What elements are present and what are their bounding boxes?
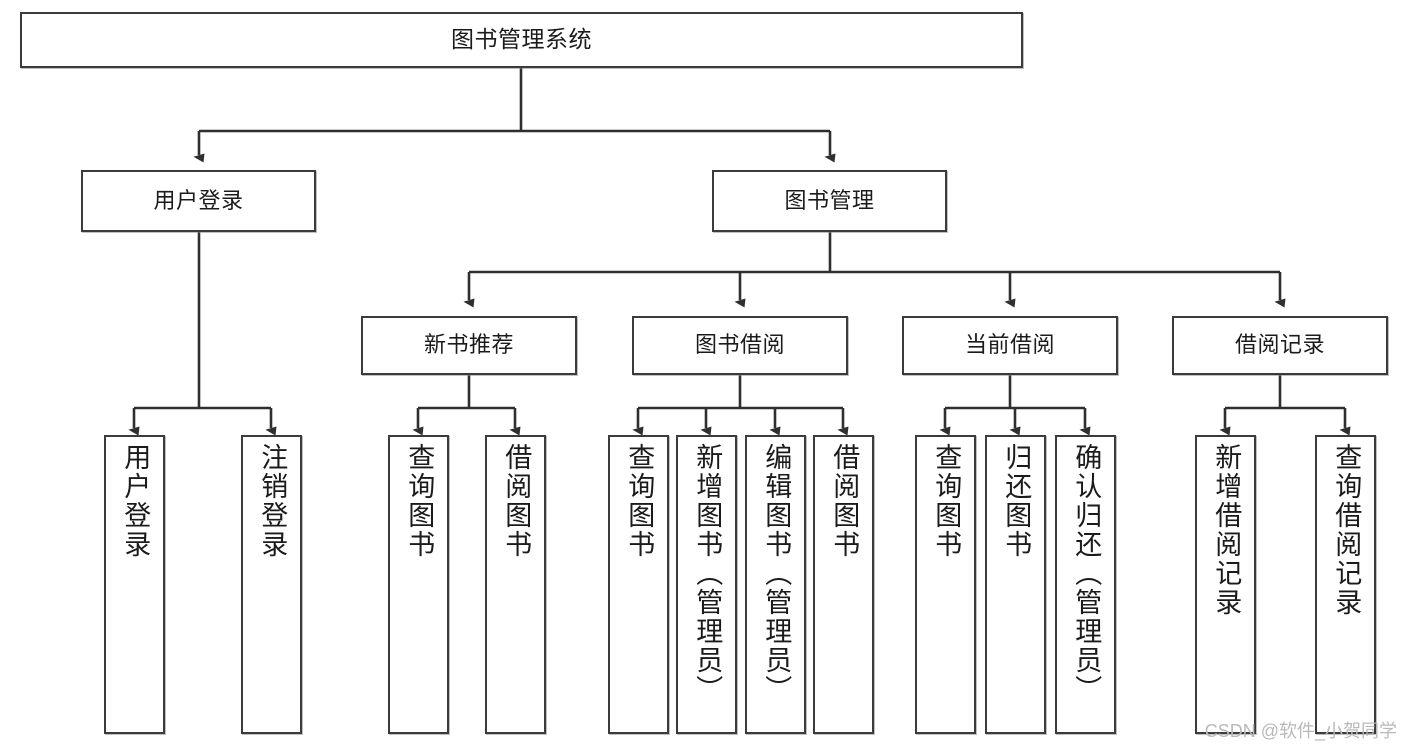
node-book-borrow[interactable]: 图书借阅 xyxy=(632,316,848,375)
leaf-recommend-borrow-book[interactable]: 借阅图书 xyxy=(485,435,546,734)
node-label: 注销登录 xyxy=(257,443,288,559)
node-label: 新增借阅记录 xyxy=(1211,443,1242,617)
node-label: 当前借阅 xyxy=(964,332,1055,358)
node-label: 借阅图书 xyxy=(829,443,860,559)
node-label: 新书推荐 xyxy=(423,332,514,358)
node-label: 查询图书 xyxy=(624,443,655,559)
leaf-recommend-query-book[interactable]: 查询图书 xyxy=(388,435,449,734)
node-root-system[interactable]: 图书管理系统 xyxy=(20,12,1023,68)
node-label: 用户登录 xyxy=(120,443,151,559)
node-label: 归还图书 xyxy=(1001,443,1032,559)
leaf-current-query-book[interactable]: 查询图书 xyxy=(915,435,976,734)
node-label: 编辑图书（管理员） xyxy=(761,443,792,704)
node-label: 确认归还（管理员） xyxy=(1071,443,1102,704)
node-current-borrow[interactable]: 当前借阅 xyxy=(902,316,1118,375)
leaf-borrow-add-book-admin[interactable]: 新增图书（管理员） xyxy=(676,435,737,734)
node-label: 查询图书 xyxy=(931,443,962,559)
node-label: 新增图书（管理员） xyxy=(692,443,723,704)
leaf-borrow-borrow-book[interactable]: 借阅图书 xyxy=(813,435,874,734)
leaf-current-confirm-return-admin[interactable]: 确认归还（管理员） xyxy=(1055,435,1116,734)
leaf-borrow-query-book[interactable]: 查询图书 xyxy=(608,435,669,734)
leaf-record-query-record[interactable]: 查询借阅记录 xyxy=(1315,435,1376,734)
node-label: 图书管理系统 xyxy=(451,26,592,53)
leaf-user-login-logout[interactable]: 注销登录 xyxy=(241,435,302,734)
node-book-management[interactable]: 图书管理 xyxy=(712,170,947,232)
node-borrow-record[interactable]: 借阅记录 xyxy=(1172,316,1388,375)
node-user-login[interactable]: 用户登录 xyxy=(81,170,316,232)
node-label: 借阅记录 xyxy=(1234,332,1325,358)
node-label: 借阅图书 xyxy=(501,443,532,559)
node-label: 图书管理 xyxy=(784,187,875,213)
leaf-user-login-login[interactable]: 用户登录 xyxy=(104,435,165,734)
leaf-record-add-record[interactable]: 新增借阅记录 xyxy=(1195,435,1256,734)
node-label: 用户登录 xyxy=(153,187,244,213)
leaf-current-return-book[interactable]: 归还图书 xyxy=(985,435,1046,734)
node-label: 查询借阅记录 xyxy=(1331,443,1362,617)
node-new-book-recommend[interactable]: 新书推荐 xyxy=(361,316,577,375)
leaf-borrow-edit-book-admin[interactable]: 编辑图书（管理员） xyxy=(745,435,806,734)
csdn-watermark: CSDN @软件_小贺同学 xyxy=(1204,721,1397,741)
node-label: 查询图书 xyxy=(404,443,435,559)
node-label: 图书借阅 xyxy=(694,332,785,358)
